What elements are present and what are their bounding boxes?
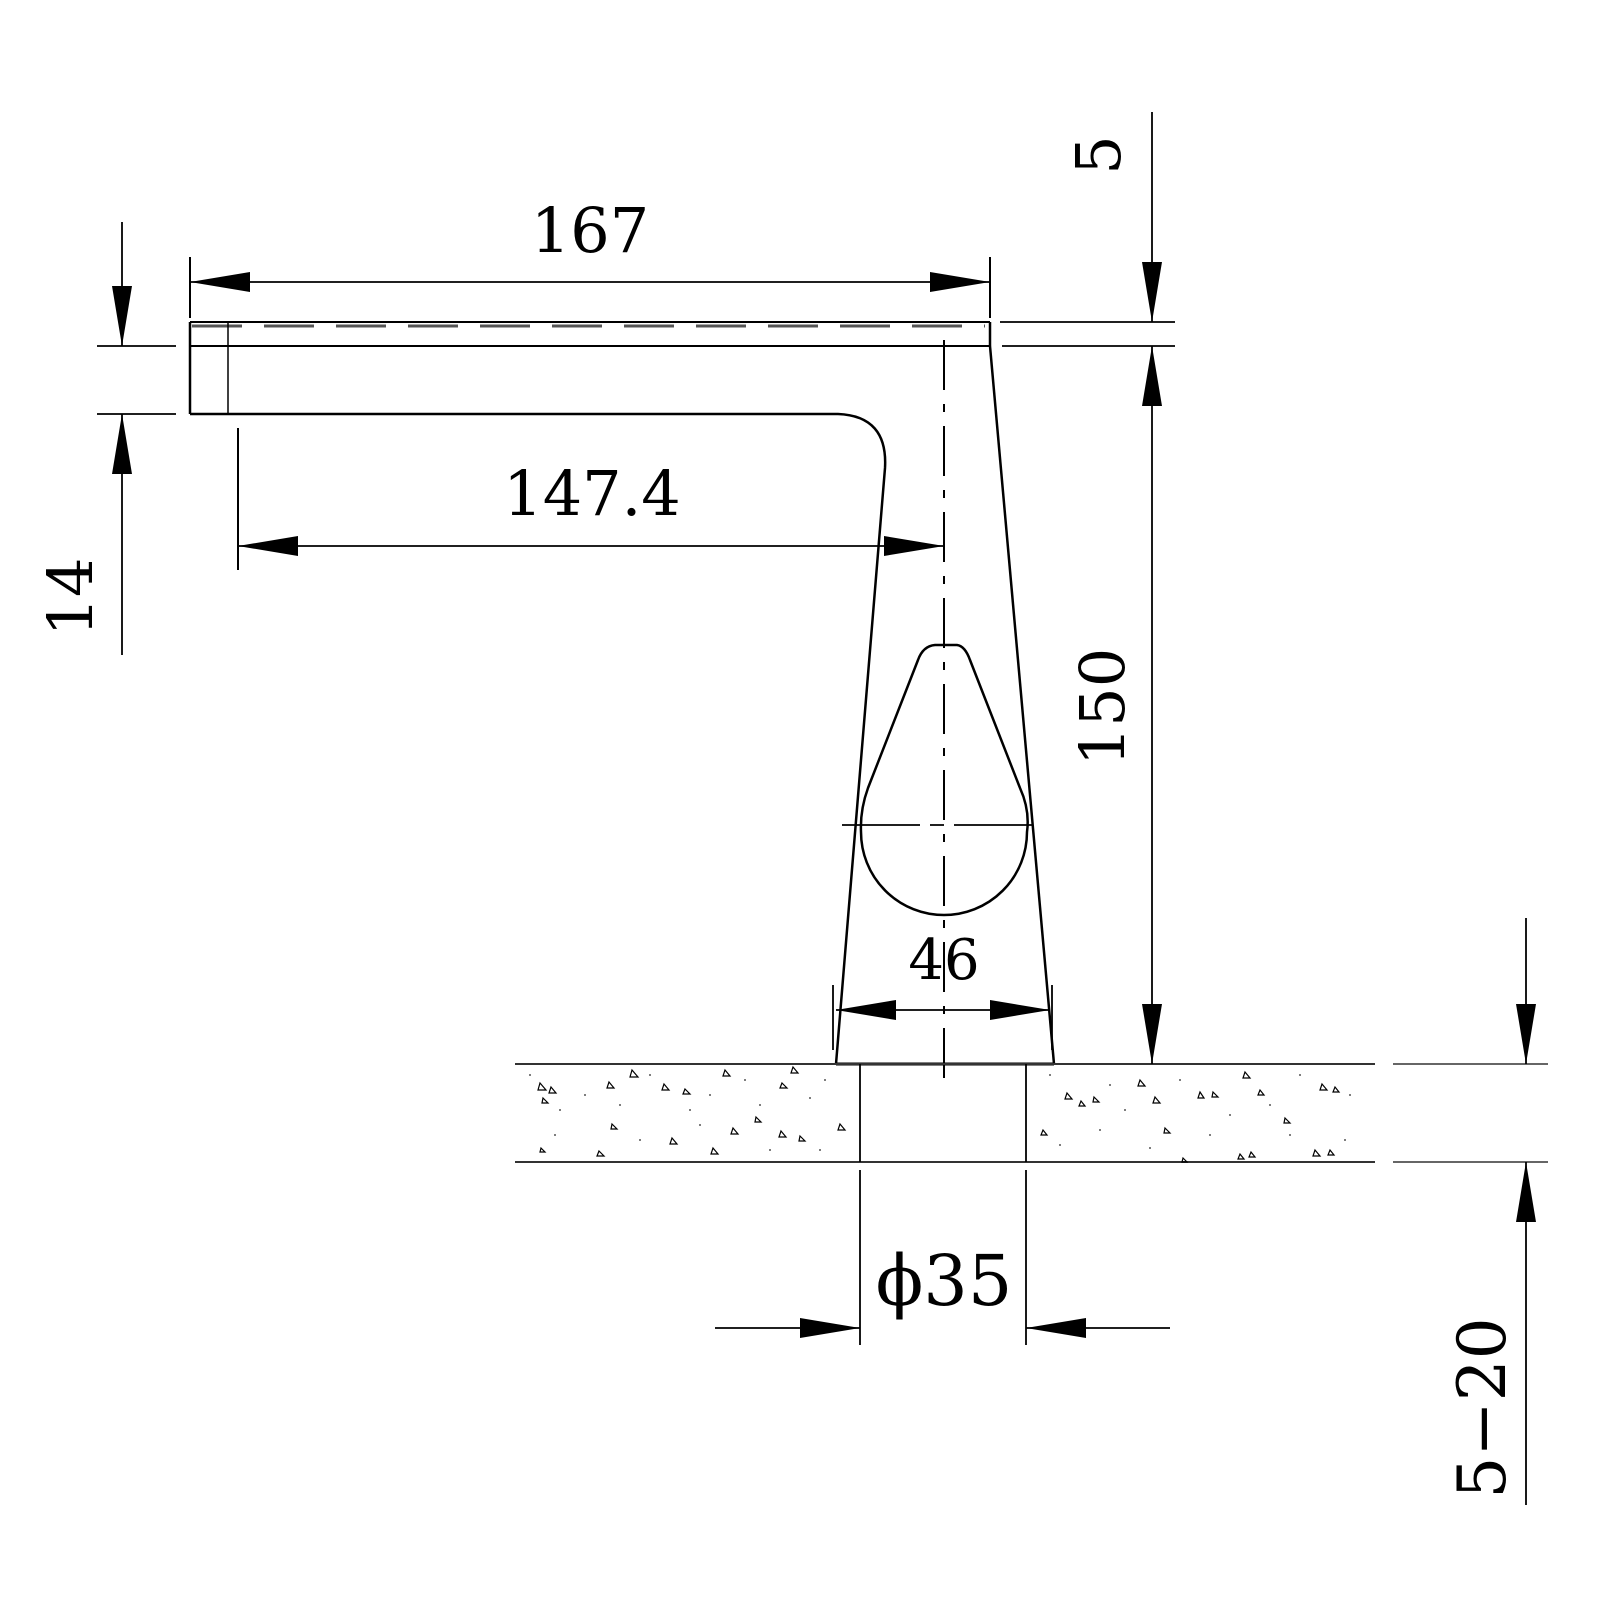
dim-label-46: 46 (908, 928, 979, 993)
dim-label-14: 14 (34, 558, 107, 637)
dim-label-5-20: 5−20 (1444, 1317, 1521, 1498)
dimension-base-width: 46 (832, 928, 1053, 1050)
dimension-height: 150 (1066, 346, 1162, 1064)
dim-label-147-4: 147.4 (503, 457, 681, 530)
concrete-hatch (537, 1065, 1341, 1163)
dim-label-150: 150 (1066, 648, 1139, 766)
dimension-hole-diameter: ϕ35 (715, 1170, 1170, 1345)
dimension-spout-thickness: 14 (34, 222, 176, 655)
dimension-deck-thickness: 5−20 (1444, 918, 1536, 1505)
concrete-speckle (529, 1074, 1351, 1151)
dimension-spout-reach: 147.4 (237, 428, 944, 570)
dim-label-phi35: ϕ35 (876, 1240, 1013, 1322)
countertop-section (515, 1063, 1548, 1163)
faucet-body (188, 321, 1056, 1066)
handle (842, 643, 1042, 917)
dimension-spout-length: 167 (189, 194, 991, 318)
dim-label-167: 167 (531, 194, 649, 267)
dim-label-5: 5 (1062, 135, 1135, 174)
